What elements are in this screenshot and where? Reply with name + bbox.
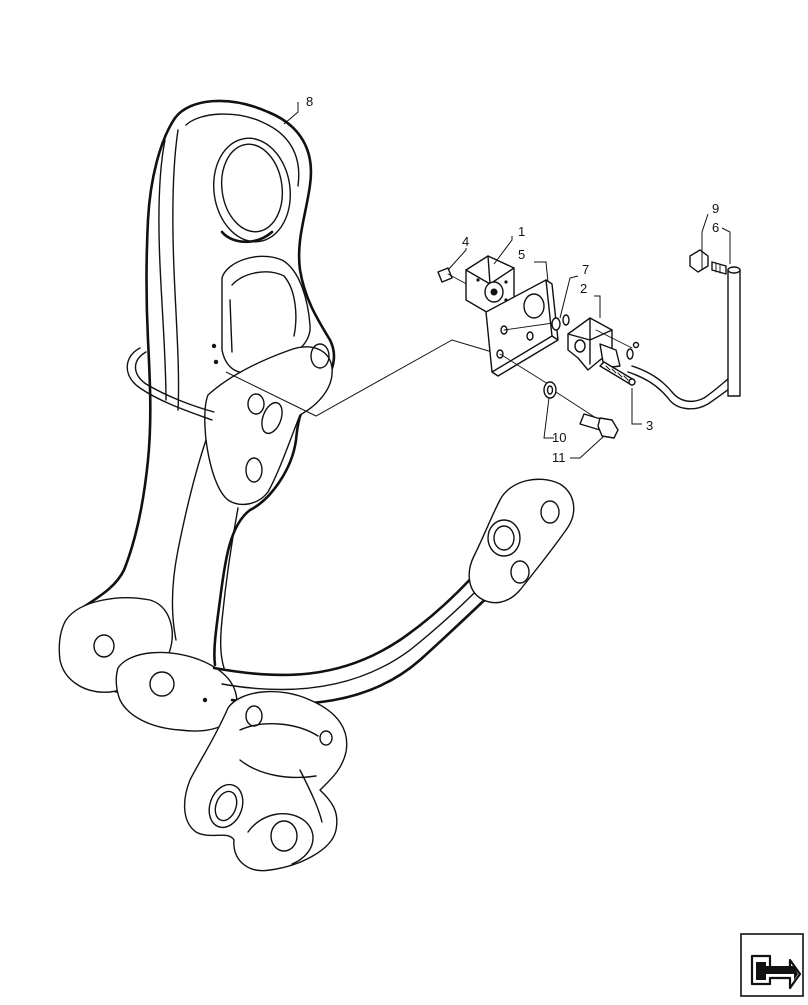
callout-10: 10 [552, 430, 566, 445]
callout-leaders [283, 102, 731, 459]
sensor-assembly [437, 249, 741, 439]
bellcrank-yoke [183, 478, 575, 872]
next-page-arrow-icon[interactable] [740, 933, 804, 997]
callout-5: 5 [518, 247, 525, 262]
fitting-9 [689, 249, 727, 275]
tube-6 [627, 266, 741, 410]
washer-10 [543, 381, 557, 399]
callout-11: 11 [552, 450, 566, 465]
bolt-11 [579, 413, 619, 439]
callout-2: 2 [580, 281, 587, 296]
loader-arm-frame [58, 99, 336, 732]
sensor-1 [465, 255, 515, 315]
callout-4: 4 [462, 234, 469, 249]
callout-7: 7 [582, 262, 589, 277]
callout-8: 8 [306, 94, 313, 109]
bracket-plate-5 [485, 279, 559, 377]
washer-7 [551, 314, 570, 331]
callout-3: 3 [646, 418, 653, 433]
callout-labels: 8 1 4 5 7 2 3 10 11 9 6 [306, 94, 719, 465]
callout-6: 6 [712, 220, 719, 235]
rod-3 [599, 361, 636, 386]
actuator-2 [567, 317, 621, 371]
callout-9: 9 [712, 201, 719, 216]
callout-1: 1 [518, 224, 525, 239]
mounting-leader [225, 339, 493, 417]
